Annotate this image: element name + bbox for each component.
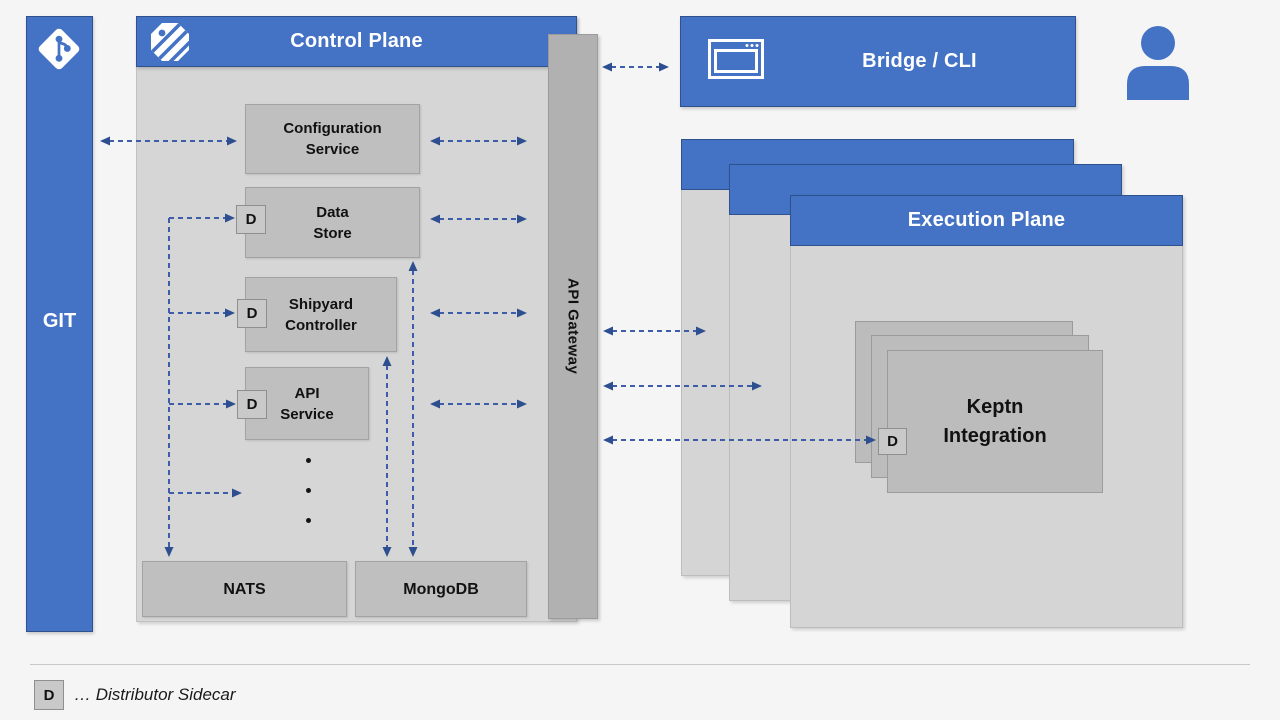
- legend-divider: [30, 664, 1250, 665]
- configuration-service-box: Configuration Service: [245, 104, 420, 174]
- distributor-sidecar-badge: D: [878, 428, 907, 455]
- keptn-integration-box: Keptn Integration: [887, 350, 1103, 493]
- service-label-line: Shipyard: [288, 295, 354, 313]
- service-label-line: API: [294, 384, 320, 402]
- service-label-line: Store: [313, 224, 352, 242]
- ellipsis-dot: [306, 488, 311, 493]
- api-gateway-bar: API Gateway: [548, 34, 598, 619]
- legend-sidecar-badge: D: [34, 680, 64, 710]
- control-plane-header: Control Plane: [136, 16, 577, 67]
- ellipsis-dot: [306, 518, 311, 523]
- service-label-line: Configuration: [283, 120, 382, 137]
- data-store-box: Data Store: [245, 187, 420, 258]
- bridge-cli-title: Bridge / CLI: [862, 50, 977, 72]
- terminal-window-icon: [708, 39, 764, 84]
- execution-plane-header: Execution Plane: [790, 195, 1183, 246]
- shipyard-controller-box: Shipyard Controller: [245, 277, 397, 352]
- distributor-sidecar-badge: D: [237, 390, 267, 419]
- service-label-line: Service: [305, 141, 360, 158]
- distributor-sidecar-badge: D: [236, 205, 266, 234]
- service-label-line: Controller: [285, 316, 357, 334]
- execution-plane-title: Execution Plane: [907, 209, 1066, 231]
- nats-box: NATS: [142, 561, 347, 617]
- mongodb-box: MongoDB: [355, 561, 527, 617]
- keptn-integration-label-line: Keptn: [966, 395, 1024, 418]
- git-label: GIT: [42, 310, 77, 332]
- keptn-logo-icon: [151, 23, 189, 61]
- ellipsis-dot: [306, 458, 311, 463]
- bridge-cli-box: Bridge / CLI: [680, 16, 1076, 107]
- control-plane-title: Control Plane: [290, 30, 423, 52]
- keptn-integration-label-line: Integration: [943, 424, 1047, 447]
- git-icon: [38, 28, 80, 70]
- service-label-line: Data: [316, 203, 349, 221]
- api-gateway-label: API Gateway: [564, 278, 582, 375]
- user-icon: [1127, 26, 1189, 100]
- legend-text: … Distributor Sidecar: [74, 685, 236, 704]
- service-label-line: Service: [280, 405, 334, 423]
- distributor-sidecar-badge: D: [237, 299, 267, 328]
- git-repository-bar: [26, 16, 93, 632]
